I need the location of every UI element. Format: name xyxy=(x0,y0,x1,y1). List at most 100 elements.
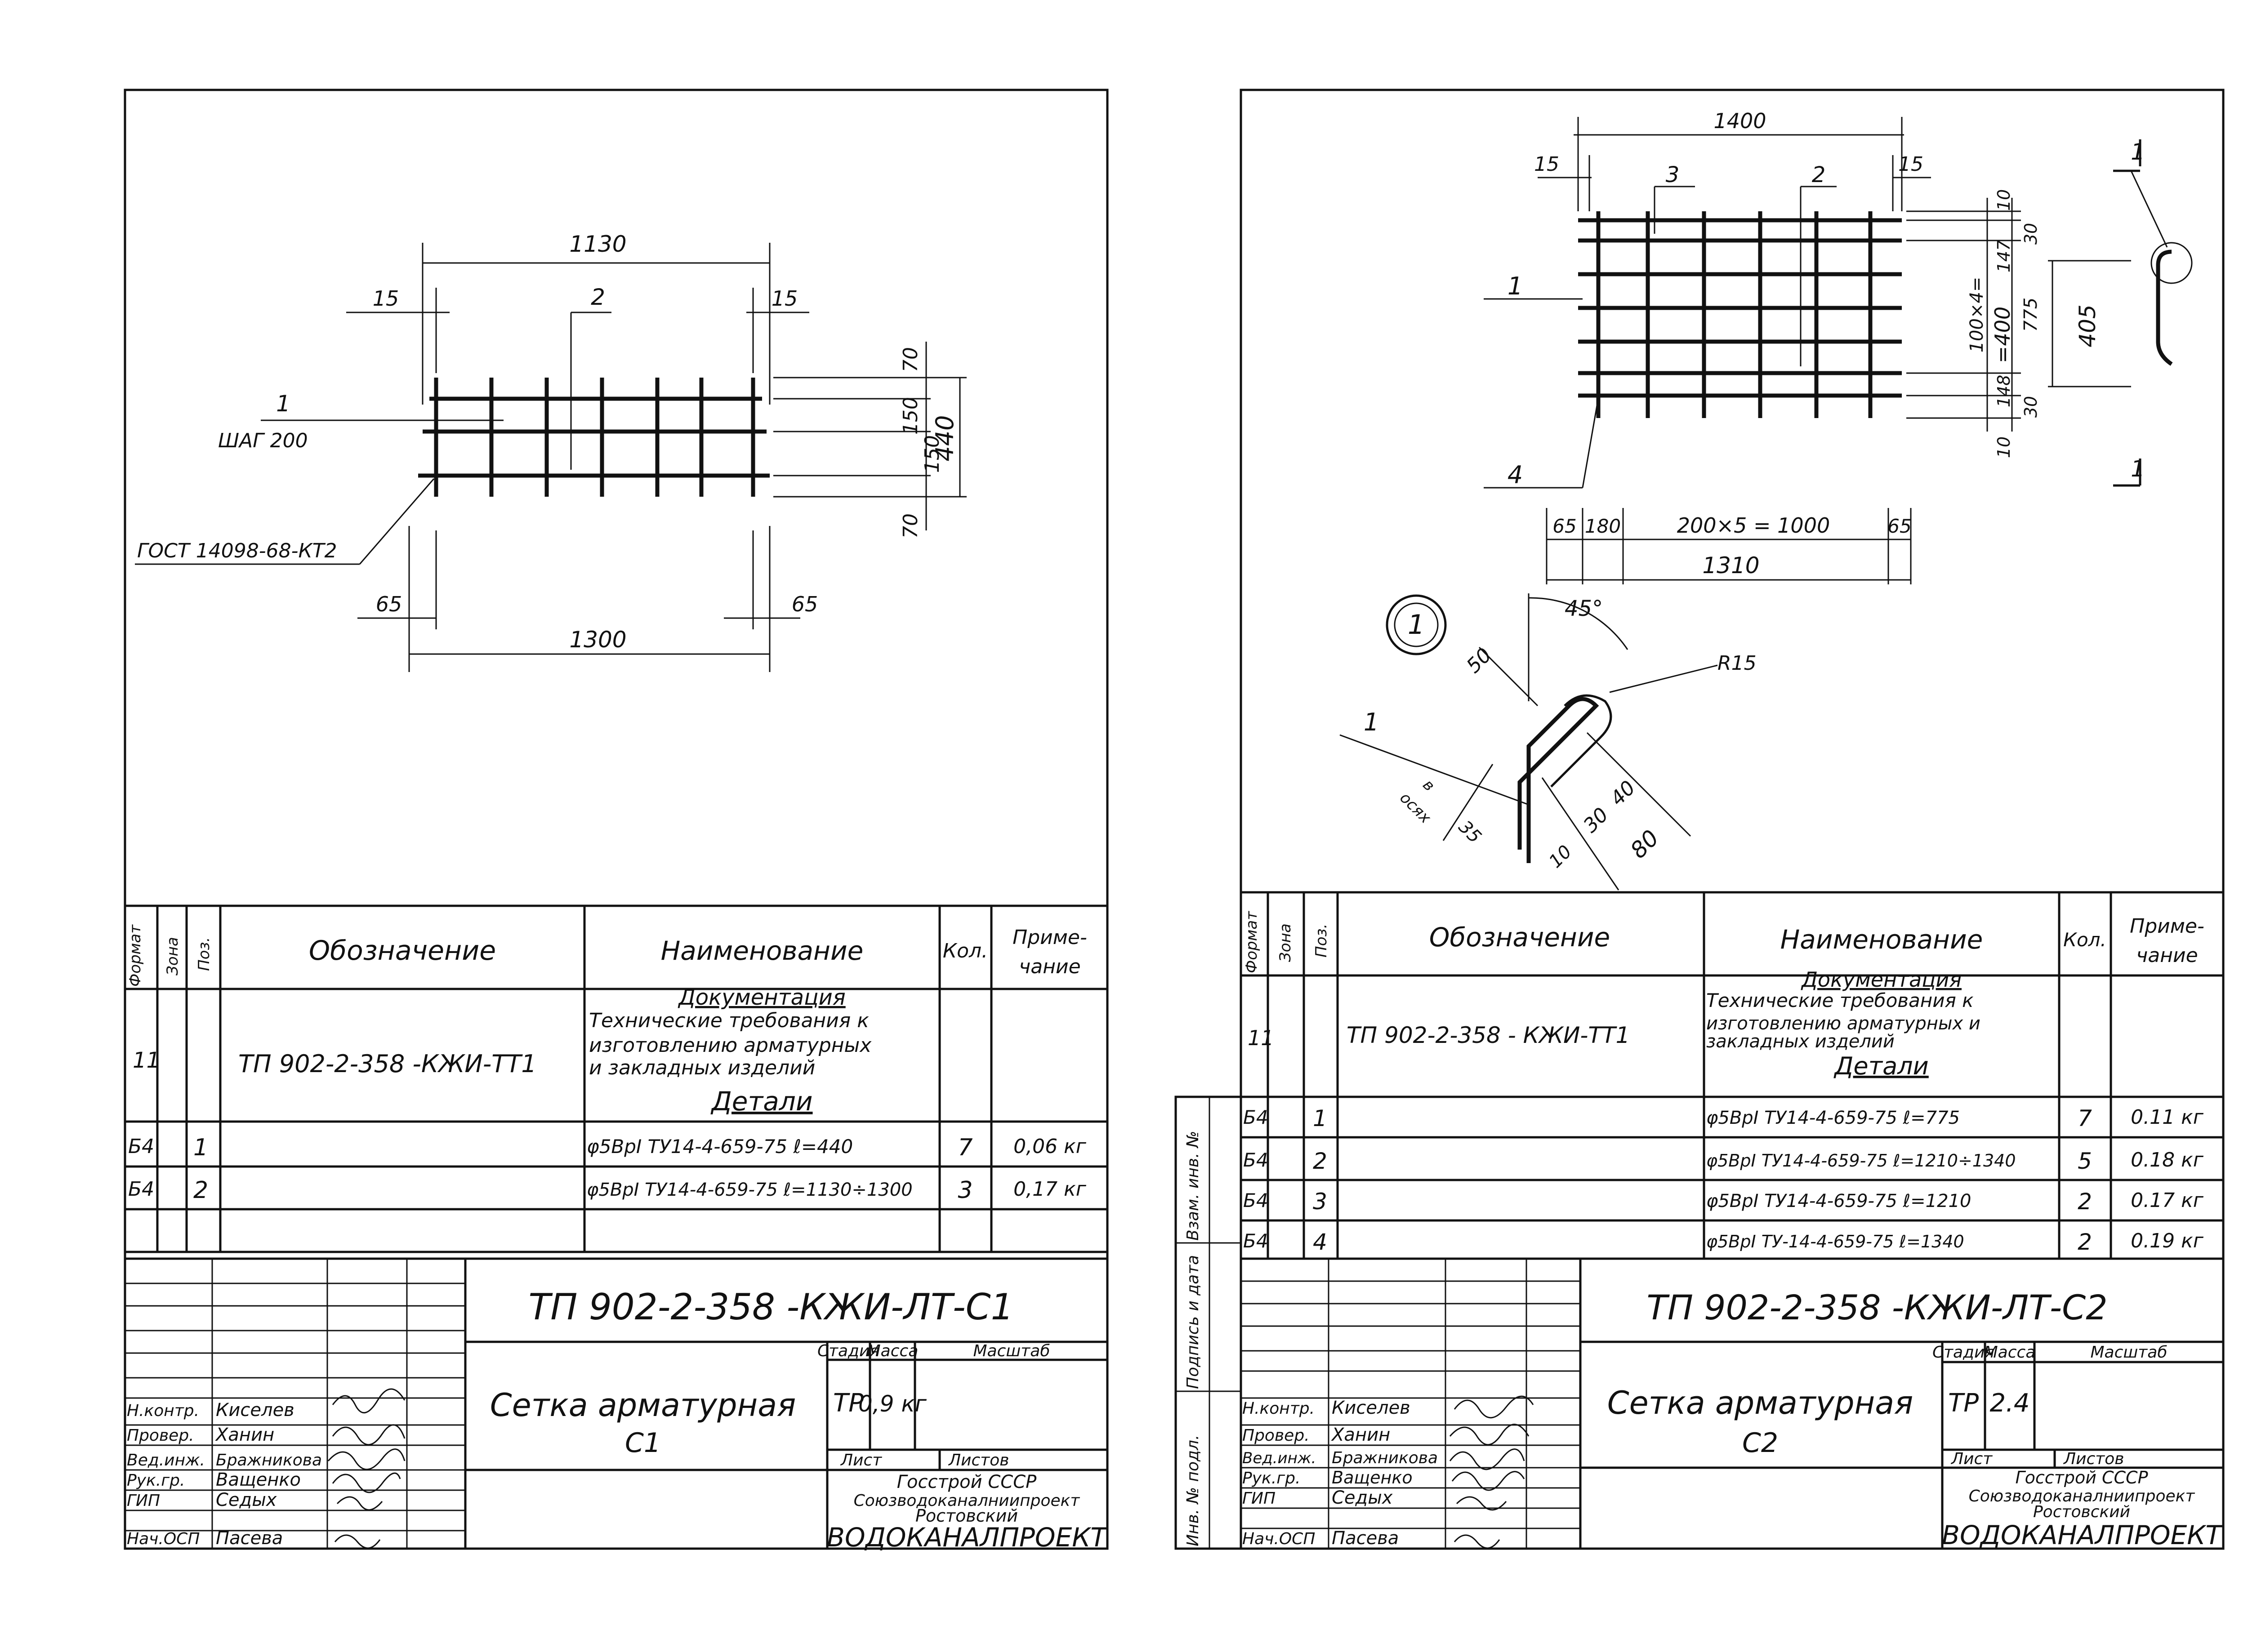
right-stage-value: ТР xyxy=(1948,1389,1979,1418)
right-detail-dim-10: 10 xyxy=(1545,842,1576,873)
left-mass-label: Масса xyxy=(867,1342,919,1360)
left-col-note: Приме- xyxy=(1012,926,1087,949)
right-row-pos: 2 xyxy=(1313,1148,1327,1174)
left-name: Пасева xyxy=(216,1528,283,1549)
right-name: Ханин xyxy=(1331,1425,1390,1445)
right-scale-label: Масштаб xyxy=(2090,1343,2167,1362)
left-position-2-label: 2 xyxy=(591,284,605,310)
right-col-designation: Обозначение xyxy=(1429,922,1610,953)
right-org-1: Госстрой СССР xyxy=(2015,1468,2148,1487)
left-specification-table: Формат Зона Поз. Обозначение Наименовани… xyxy=(125,904,1107,1253)
right-role: Н.контр. xyxy=(1242,1399,1315,1418)
right-sign-date: Подпись и дата xyxy=(1184,1255,1202,1389)
right-specification-table: Формат Зона Поз. Обозначение Наименовани… xyxy=(1241,891,2223,1260)
left-gost-label: ГОСТ 14098-68-КТ2 xyxy=(137,539,337,562)
left-doc-designation: ТП 902-2-358 -КЖИ-ТТ1 xyxy=(238,1050,537,1078)
right-row-note: 0.11 кг xyxy=(2131,1106,2204,1129)
right-dim-100x4: 100×4= xyxy=(1967,277,1987,353)
right-detail-dim-50: 50 xyxy=(1462,644,1496,678)
left-step-label: ШАГ 200 xyxy=(218,429,308,452)
left-row-format: Б4 xyxy=(128,1135,154,1158)
right-side-stamp: Инв. № подл. Подпись и дата Взам. инв. № xyxy=(1174,1095,1242,1550)
left-mesh-drawing: 1130 15 15 2 1 ШАГ 200 ГОСТ 14098-68-КТ2… xyxy=(135,231,967,672)
left-doc-name-2: изготовлению арматурных xyxy=(589,1034,872,1057)
right-dim-15-right: 15 xyxy=(1898,153,1923,176)
right-row-qty: 7 xyxy=(2078,1105,2092,1131)
right-title-block: ТП 902-2-358 -КЖИ-ЛТ-С2 Сетка арматурная… xyxy=(1241,1259,2223,1550)
left-dim-15-right: 15 xyxy=(772,286,798,311)
right-signatures xyxy=(1449,1395,1534,1549)
right-detail-callout xyxy=(1386,594,1447,655)
right-drawing-title: Сетка арматурная xyxy=(1607,1385,1913,1421)
right-doc-format: 11 xyxy=(1248,1026,1274,1050)
right-name: Киселев xyxy=(1332,1398,1410,1418)
left-row-name: φ5ВрI ТУ14-4-659-75 ℓ=440 xyxy=(587,1135,853,1158)
right-mesh-drawing: 1400 15 15 3 2 1 4 65 180 200×5 = 1000 6… xyxy=(1484,109,2131,584)
right-col-name: Наименование xyxy=(1780,924,1983,955)
right-row-format: Б4 xyxy=(1243,1230,1268,1252)
right-name: Бражникова xyxy=(1332,1449,1438,1467)
left-dim-65-left: 65 xyxy=(376,592,402,616)
left-sheets-label: Листов xyxy=(948,1451,1009,1469)
left-name: Седых xyxy=(216,1490,277,1510)
left-dim-150a: 150 xyxy=(899,397,922,435)
right-row-note: 0.17 кг xyxy=(2131,1189,2204,1212)
left-sheet-label: Лист xyxy=(840,1451,882,1469)
right-name: Седых xyxy=(1332,1487,1393,1508)
right-row-name: φ5ВрI ТУ14-4-659-75 ℓ=1210÷1340 xyxy=(1706,1151,2016,1171)
left-row-note: 0,06 кг xyxy=(1013,1135,1087,1158)
right-col-qty: Кол. xyxy=(2063,929,2106,951)
right-detail-mark: 1 xyxy=(1408,609,1425,641)
right-sheets-label: Листов xyxy=(2063,1450,2124,1468)
right-row-pos: 1 xyxy=(1313,1105,1327,1131)
left-dim-440: 440 xyxy=(931,415,959,461)
right-section-profile xyxy=(2156,249,2173,366)
right-row-qty: 2 xyxy=(2078,1189,2092,1215)
right-dim-400: =400 xyxy=(1990,307,2015,363)
right-detail-dim-80: 80 xyxy=(1625,825,1664,864)
right-dim-405: 405 xyxy=(2074,304,2101,347)
right-col-pos: Поз. xyxy=(1312,924,1330,957)
left-org-2: Союзводоканалниипроект xyxy=(854,1492,1080,1510)
right-doc-designation: ТП 902-2-358 - КЖИ-ТТ1 xyxy=(1347,1022,1630,1048)
left-col-name: Наименование xyxy=(661,935,864,966)
right-dim-10-top: 10 xyxy=(1994,189,2014,211)
left-role: Нач.ОСП xyxy=(127,1530,200,1548)
right-row-name: φ5ВрI ТУ14-4-659-75 ℓ=1210 xyxy=(1706,1191,1971,1211)
right-row-note: 0.19 кг xyxy=(2131,1229,2204,1252)
left-role: Вед.инж. xyxy=(127,1451,205,1469)
right-role: Нач.ОСП xyxy=(1242,1530,1315,1548)
right-name: Пасева xyxy=(1332,1528,1399,1549)
left-row-note: 0,17 кг xyxy=(1013,1178,1087,1201)
left-name: Ващенко xyxy=(216,1469,301,1490)
left-dim-65-right: 65 xyxy=(792,592,818,616)
left-row-pos: 1 xyxy=(193,1134,208,1161)
right-dim-30-bottom: 30 xyxy=(2021,396,2041,418)
right-col-zone: Зона xyxy=(1276,923,1294,962)
right-stage-label: Стадия xyxy=(1932,1343,1994,1362)
left-org-4: ВОДОКАНАЛПРОЕКТ xyxy=(827,1522,1108,1553)
left-sheet: 1130 15 15 2 1 ШАГ 200 ГОСТ 14098-68-КТ2… xyxy=(124,89,1109,1553)
right-section-view: 1 1 xyxy=(2113,139,2193,487)
left-col-qty: Кол. xyxy=(943,940,988,962)
left-row-qty: 3 xyxy=(958,1177,972,1204)
left-col-zone: Зона xyxy=(164,937,182,975)
right-dimension-lines xyxy=(1484,117,2131,584)
right-role: ГИП xyxy=(1242,1489,1276,1508)
right-longitudinal-bars xyxy=(1578,218,1902,398)
right-row-qty: 2 xyxy=(2078,1229,2092,1255)
right-detail-dim-30: 30 xyxy=(1579,803,1613,837)
right-dim-1400: 1400 xyxy=(1713,109,1766,133)
left-signatures xyxy=(327,1388,406,1549)
right-dim-147: 147 xyxy=(1994,240,2014,273)
left-name: Бражникова xyxy=(216,1451,322,1469)
right-position-4-label: 4 xyxy=(1508,461,1523,489)
right-doc-name-2: изготовлению арматурных и xyxy=(1706,1013,1980,1034)
right-section-details: Детали xyxy=(1833,1052,1929,1080)
right-detail-view: 1 45° 50 R15 1 в осях 35 10 30 40 xyxy=(1339,593,1757,891)
left-row-qty: 7 xyxy=(958,1134,972,1161)
left-col-pos: Поз. xyxy=(195,937,213,971)
right-inv-orig: Инв. № подл. xyxy=(1184,1435,1202,1546)
right-row-pos: 4 xyxy=(1313,1229,1327,1255)
left-scale-label: Масштаб xyxy=(973,1342,1050,1360)
